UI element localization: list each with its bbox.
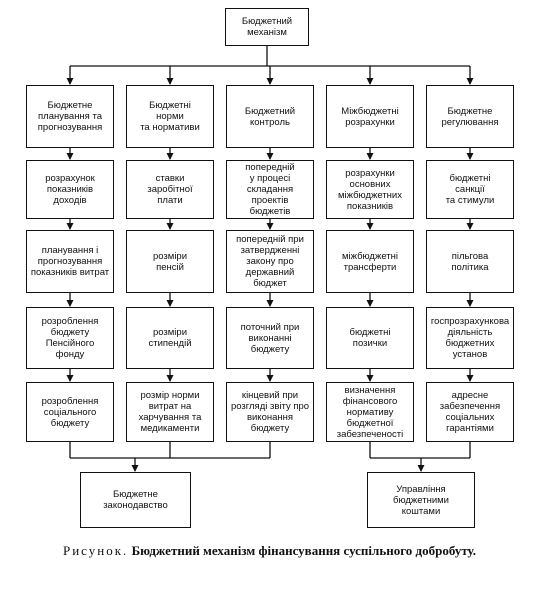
node-col5-item3: госпрозрахункова діяльність бюджетних ус… — [426, 307, 514, 369]
node-col3-item1: попередній у процесі складання проектів … — [226, 160, 314, 219]
node-col2-item3: розміри стипендій — [126, 307, 214, 369]
node-col3-title: Бюджетний контроль — [226, 85, 314, 148]
node-col4-item2: міжбюджетні трансферти — [326, 230, 414, 293]
node-col2-item1: ставки заробітної плати — [126, 160, 214, 219]
node-col2-title: Бюджетні норми та нормативи — [126, 85, 214, 148]
node-col5-item1: бюджетні санкції та стимули — [426, 160, 514, 219]
node-col4-title: Міжбюджетні розрахунки — [326, 85, 414, 148]
node-col1-item4: розроблення соціального бюджету — [26, 382, 114, 442]
node-col5-item2: пільгова політика — [426, 230, 514, 293]
node-col5-item4: адресне забезпечення соціальних гарантія… — [426, 382, 514, 442]
node-budget-legislation: Бюджетне законодавство — [80, 472, 191, 528]
node-col1-title: Бюджетне планування та прогнозування — [26, 85, 114, 148]
node-col1-item2: планування і прогнозування показників ви… — [26, 230, 114, 293]
caption-text: Бюджетний механізм фінансування суспільн… — [131, 543, 476, 558]
node-col2-item4: розмір норми витрат на харчування та мед… — [126, 382, 214, 442]
node-col3-item3: поточний при виконанні бюджету — [226, 307, 314, 369]
node-col3-item2: попередній при затвердженні закону про д… — [226, 230, 314, 293]
caption-label: Рисунок. — [63, 543, 129, 558]
figure-caption: Рисунок. Бюджетний механізм фінансування… — [0, 543, 539, 559]
node-budget-funds-management: Управління бюджетними коштами — [367, 472, 475, 528]
node-col1-item1: розрахунок показників доходів — [26, 160, 114, 219]
node-col3-item4: кінцевий при розгляді звіту про виконанн… — [226, 382, 314, 442]
node-col4-item3: бюджетні позички — [326, 307, 414, 369]
node-col5-title: Бюджетне регулювання — [426, 85, 514, 148]
node-col2-item2: розміри пенсій — [126, 230, 214, 293]
node-col4-item1: розрахунки основних міжбюджетних показни… — [326, 160, 414, 219]
node-col1-item3: розроблення бюджету Пенсійного фонду — [26, 307, 114, 369]
node-col4-item4: визначення фінансового нормативу бюджетн… — [326, 382, 414, 442]
root-node-budget-mechanism: Бюджетний механізм — [225, 8, 309, 46]
